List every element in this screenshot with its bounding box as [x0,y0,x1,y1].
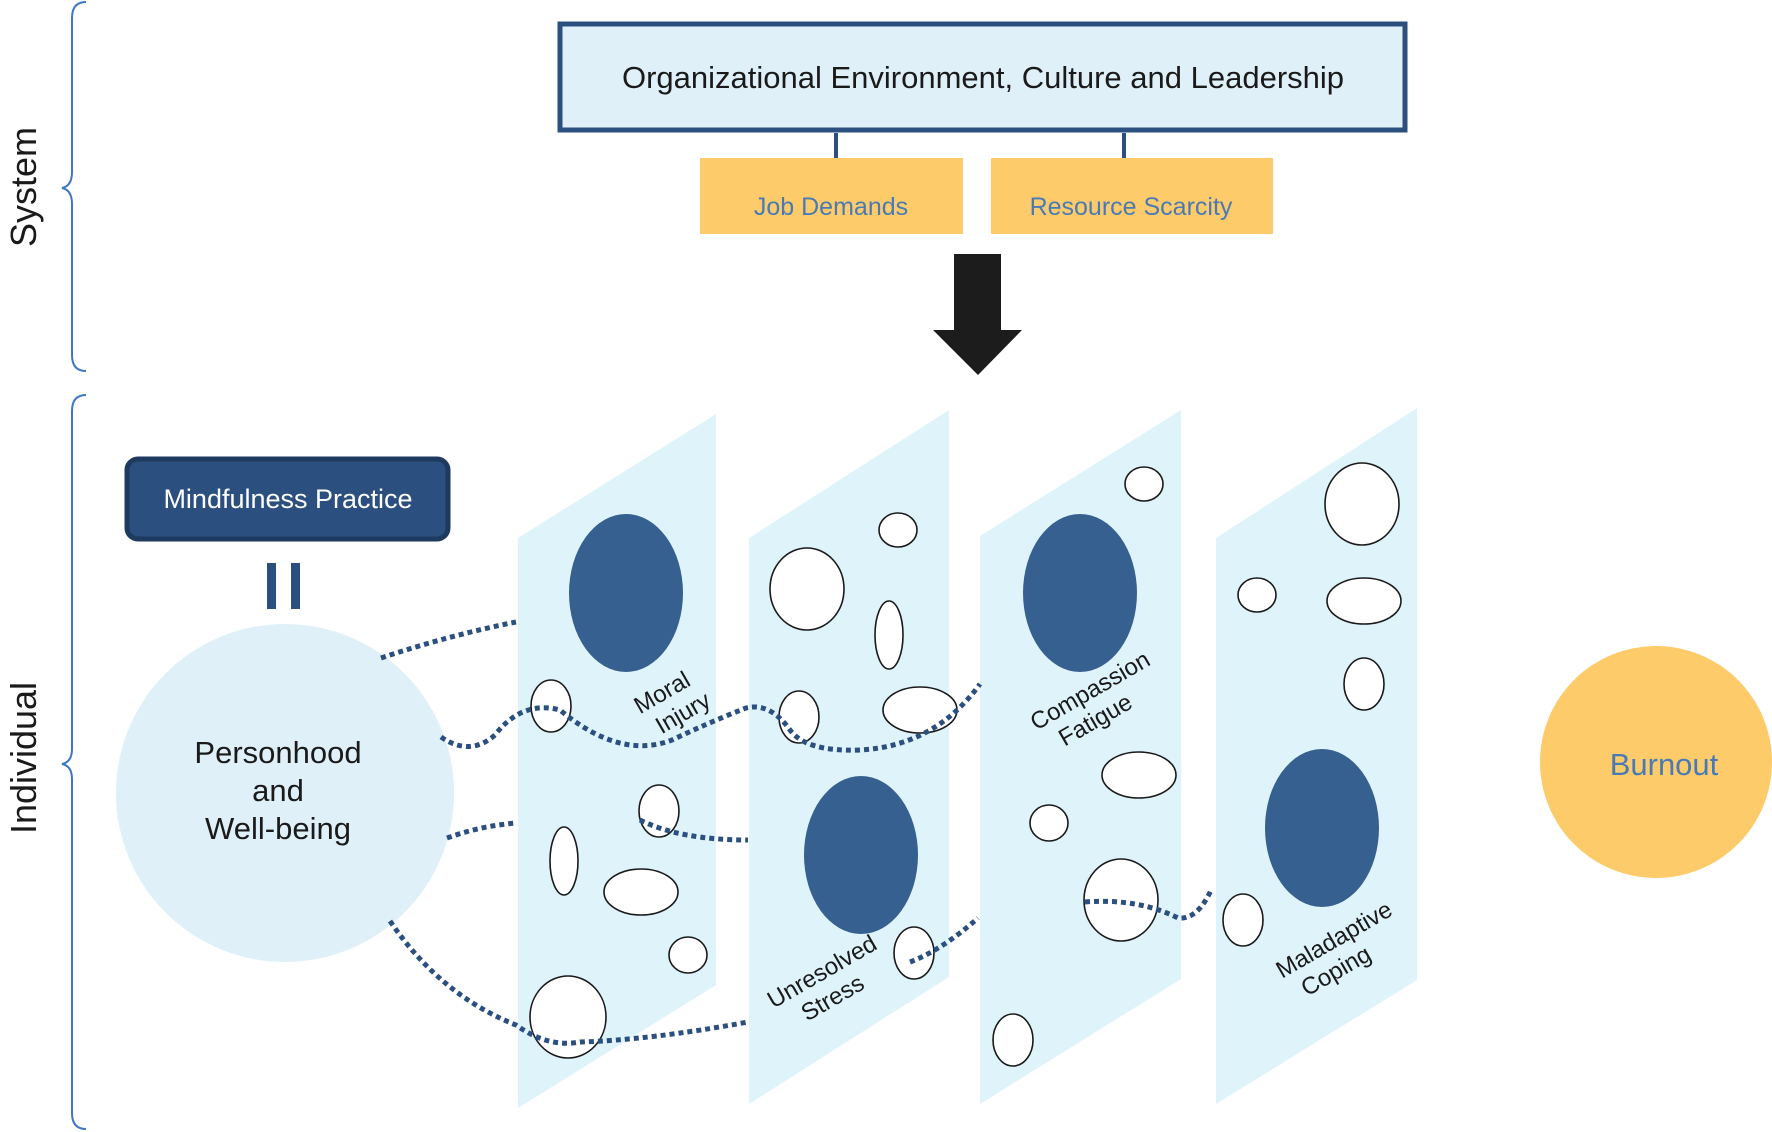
personhood-label-line1: Personhood [194,735,361,770]
personhood-circle [116,624,454,962]
layer-holes-maladaptive-coping [1222,462,1402,947]
equals-sign-icon [267,563,300,609]
layer-holes-moral-injury [529,679,708,1059]
system-label: System [3,127,44,247]
system-bracket [61,1,87,372]
individual-bracket [61,394,87,1130]
org-environment-box [557,21,1408,133]
layer-main-hole-moral-injury [569,514,683,672]
personhood-label-line2: and [252,773,304,808]
job-demands-box [700,158,963,234]
mindfulness-box [124,456,451,542]
trajectory-moral-injury [439,682,983,753]
burnout-circle [1540,646,1772,878]
personhood-label-line3: Well-being [205,811,351,846]
trajectory-unresolved-stress [638,817,749,843]
job-demands-label: Job Demands [754,193,908,221]
layer-main-hole-unresolved-stress [804,776,918,934]
resource-scarcity-box [991,158,1273,234]
org-environment-label: Organizational Environment, Culture and … [622,60,1344,95]
mindfulness-label: Mindfulness Practice [163,484,412,514]
layer-main-hole-maladaptive-coping [1265,749,1379,907]
resource-scarcity-label: Resource Scarcity [1030,193,1233,221]
down-arrow-icon [933,254,1022,375]
trajectory-middle [446,820,517,841]
trajectory-compassion-fatigue [909,916,980,965]
trajectory-maladaptive-coping [1084,886,1215,921]
individual-label: Individual [3,682,44,834]
trajectory-top [380,619,517,661]
layer-holes-compassion-fatigue [992,466,1177,1067]
layer-main-hole-compassion-fatigue [1023,514,1137,672]
burnout-label: Burnout [1610,747,1719,782]
layer-holes-unresolved-stress [769,512,958,980]
trajectory-lines [380,619,1215,1046]
